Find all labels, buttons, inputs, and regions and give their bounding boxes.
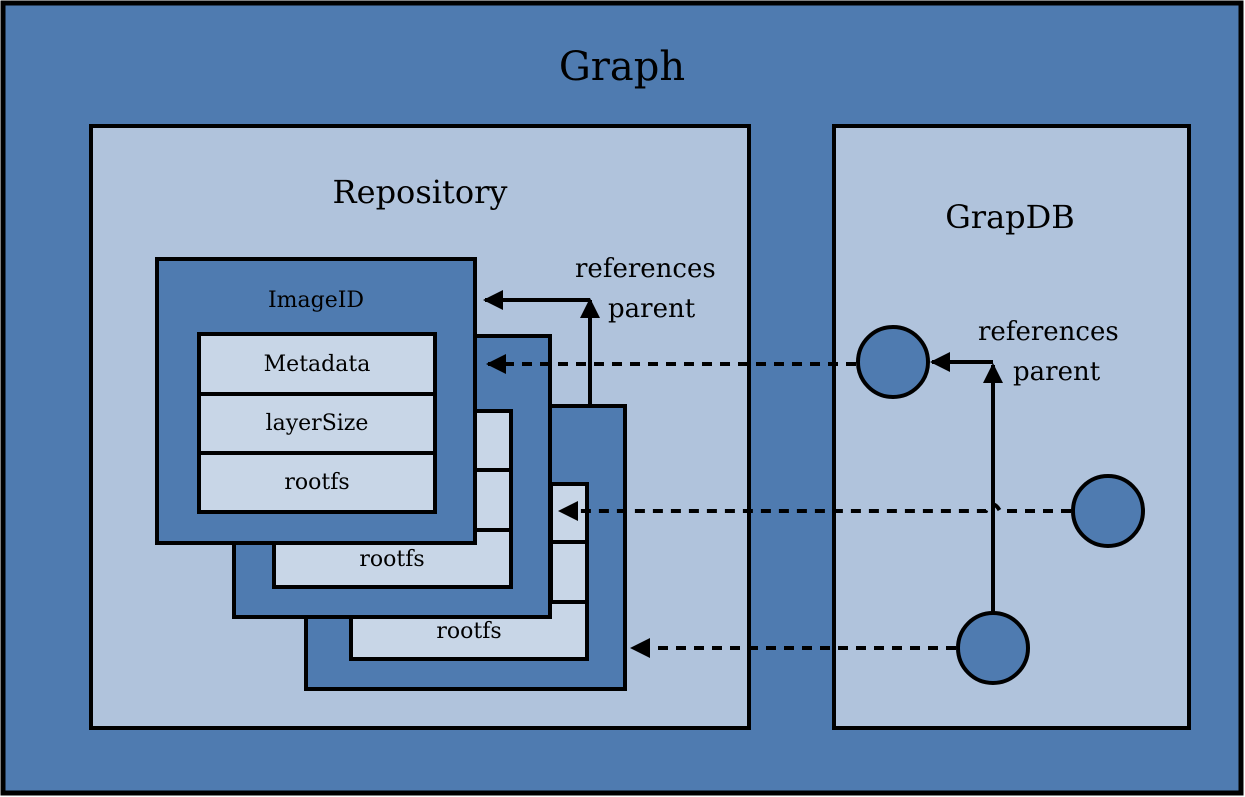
layersize-field [197,392,437,455]
graphdb-node-1 [856,325,930,399]
graphdb-node-2 [1071,474,1145,548]
image-id-label: ImageID [268,288,364,313]
metadata-field [197,332,437,396]
middle-rootfs-label: rootfs [359,547,424,572]
rootfs-field [197,451,437,514]
graphdb-references-label: references [978,317,1119,347]
graphdb-node-3 [956,611,1030,685]
repository-references-label: references [575,254,716,284]
repository-parent-label: parent [608,294,696,324]
dashed-link-2 [558,501,1071,521]
metadata-label: Metadata [264,352,371,377]
graphdb-panel [832,124,1191,730]
graphdb-title: GrapDB [945,198,1075,236]
rootfs-label: rootfs [284,470,349,495]
graph-title: Graph [559,44,685,90]
repository-title: Repository [333,173,508,211]
graphdb-parent-label: parent [1013,357,1101,387]
layersize-label: layerSize [266,411,369,436]
image-record-front: ImageID Metadata layerSize rootfs [155,257,477,545]
back-rootfs-label: rootfs [436,619,501,644]
